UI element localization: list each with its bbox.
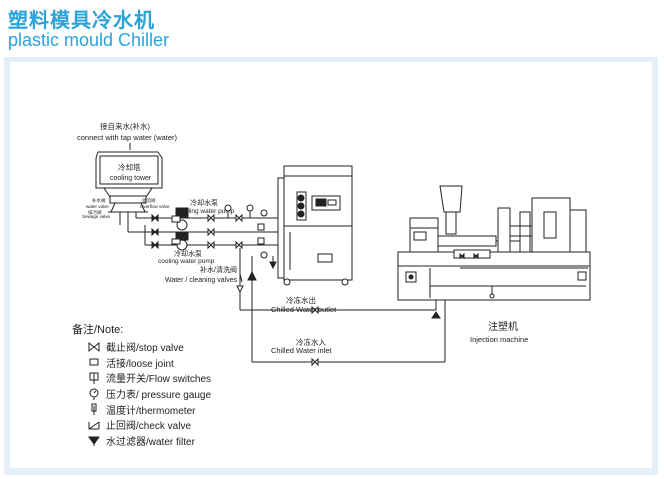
cleaning-valve-label-en: Water / cleaning valves [165,277,238,284]
cleaning-valve-label-cn: 补水/清洗阀 [200,265,237,274]
inlet-label-en: Chilled Water inlet [271,346,332,355]
flow-switch-icon [89,372,99,384]
chilled-water-pipes [236,248,446,367]
water-filter-icon [88,436,100,447]
title-english: plastic mould Chiller [8,30,170,50]
legend-item-loose-joint: 活接/loose joint [88,355,211,371]
legend-item-flow-switch: 流量开关/Flow switches [88,370,211,386]
tap-water-label-en: connect with tap water (water) [77,133,178,142]
thermometer-icon [91,403,97,416]
legend-label: 截止阀/stop valve [106,343,184,355]
legend-item-stop-valve: 截止阀/stop valve [88,339,211,355]
legend-label: 温度计/thermometer [106,405,196,417]
legend-item-thermometer: 温度计/thermometer [88,401,211,417]
outlet-label-en: Chilled Water outlet [271,305,337,314]
legend-item-pressure-gauge: 压力表/ pressure gauge [88,386,211,402]
tap-water-label-cn: 接自来水(补水) [100,121,150,131]
pump-upper-label-en: cooling water pump [178,208,235,215]
legend-title: 备注/Note: [72,324,124,336]
legend-label: 止回阀/check valve [106,421,192,433]
legend-item-check-valve: 止回阀/check valve [88,417,211,433]
cooling-pump-upper [171,207,189,231]
outlet-label-cn: 冷冻水出 [286,295,316,305]
pump-lower-label-cn: 冷却水泵 [174,249,202,258]
legend-item-water-filter: 水过滤器/water filter [88,433,211,449]
inlet-label-cn: 冷冻水入 [296,337,326,347]
small-label-overflow-cn: 溢流阀 [142,197,156,204]
injection-machine-label-en: Injection machine [470,335,528,344]
check-valve-icon [88,421,100,430]
injection-machine [397,185,591,301]
small-label-water-valve-cn: 补水阀 [92,197,106,204]
tower-outlet-pipes [119,212,280,246]
cooling-tower [95,151,163,213]
legend-label: 水过滤器/water filter [106,436,195,448]
cooling-tower-label-en: cooling tower [110,175,152,182]
chiller-unit [277,165,353,286]
injection-machine-label-cn: 注塑机 [488,320,518,333]
pump-lower-label-en: cooling water pump [158,258,215,265]
title-chinese: 塑料模具冷水机 [8,8,155,32]
loose-joint-icon [89,358,99,366]
cooling-tower-label-cn: 冷却塔 [118,162,141,172]
small-label-water-valve-en: water valve [86,204,109,209]
legend-label: 流量开关/Flow switches [106,374,212,386]
small-label-sewage-en: Sewage valve [82,214,111,219]
legend-label: 压力表/ pressure gauge [106,390,212,402]
small-label-sewage-cn: 排污阀 [88,209,102,216]
cooling-pump-lower [171,231,189,251]
legend: 截止阀/stop valve 活接/loose joint 流量开关/Flow … [88,339,211,448]
stop-valve-icon [88,341,100,352]
small-label-overflow-en: Overflow valve [140,204,170,209]
supply-line-valves [151,204,268,259]
legend-label: 活接/loose joint [106,358,174,370]
pump-upper-label-cn: 冷却水泵 [190,198,218,207]
pressure-gauge-icon [89,388,99,400]
